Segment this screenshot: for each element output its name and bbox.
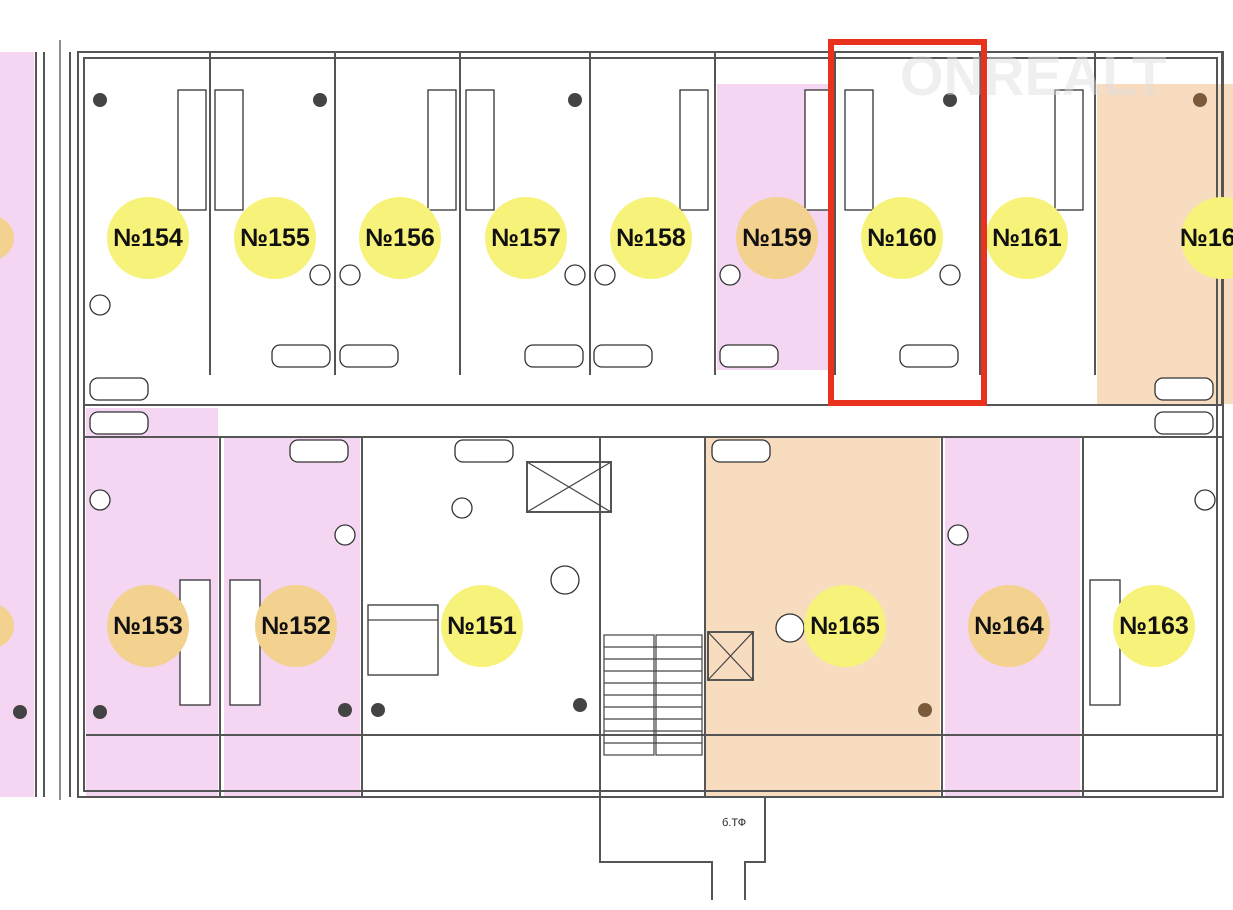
unit-159[interactable]: №159 xyxy=(736,197,818,279)
unit-label: №159 xyxy=(742,224,812,252)
unit-152[interactable]: №152 xyxy=(255,585,337,667)
staircase: б.ТФ xyxy=(603,634,746,829)
unit-label: №154 xyxy=(113,224,183,252)
unit-154[interactable]: №154 xyxy=(107,197,189,279)
watermark: ONREALT xyxy=(900,44,1167,107)
staircase-label: б.ТФ xyxy=(722,817,746,829)
unit-label: №165 xyxy=(810,612,880,640)
unit-155[interactable]: №155 xyxy=(234,197,316,279)
walls xyxy=(35,40,1224,900)
unit-label: №16 xyxy=(1180,224,1233,252)
unit-165[interactable]: №165 xyxy=(804,585,886,667)
unit-fill-left-partial xyxy=(0,52,34,797)
unit-label: №156 xyxy=(365,224,435,252)
unit-161[interactable]: №161 xyxy=(986,197,1068,279)
unit-156[interactable]: №156 xyxy=(359,197,441,279)
unit-label: №161 xyxy=(992,224,1062,252)
unit-162-partial[interactable]: №16 xyxy=(1180,197,1233,279)
unit-160[interactable]: №160 xyxy=(861,197,943,279)
unit-label: №160 xyxy=(867,224,937,252)
unit-label: №157 xyxy=(491,224,561,252)
unit-label: №158 xyxy=(616,224,686,252)
unit-151[interactable]: №151 xyxy=(441,585,523,667)
unit-marker-partial xyxy=(0,217,14,259)
unit-157[interactable]: №157 xyxy=(485,197,567,279)
unit-164[interactable]: №164 xyxy=(968,585,1050,667)
unit-label: №163 xyxy=(1119,612,1189,640)
unit-label: №152 xyxy=(261,612,331,640)
elevator xyxy=(526,461,754,681)
selected-unit-highlight xyxy=(828,39,987,406)
unit-158[interactable]: №158 xyxy=(610,197,692,279)
unit-marker-partial xyxy=(0,605,14,647)
unit-label: №153 xyxy=(113,612,183,640)
unit-label: №151 xyxy=(447,612,517,640)
bathtub xyxy=(89,377,149,401)
fixtures xyxy=(13,89,1216,719)
unit-163[interactable]: №163 xyxy=(1113,585,1195,667)
unit-153[interactable]: №153 xyxy=(107,585,189,667)
unit-label: №155 xyxy=(240,224,310,252)
unit-label: №164 xyxy=(974,612,1044,640)
